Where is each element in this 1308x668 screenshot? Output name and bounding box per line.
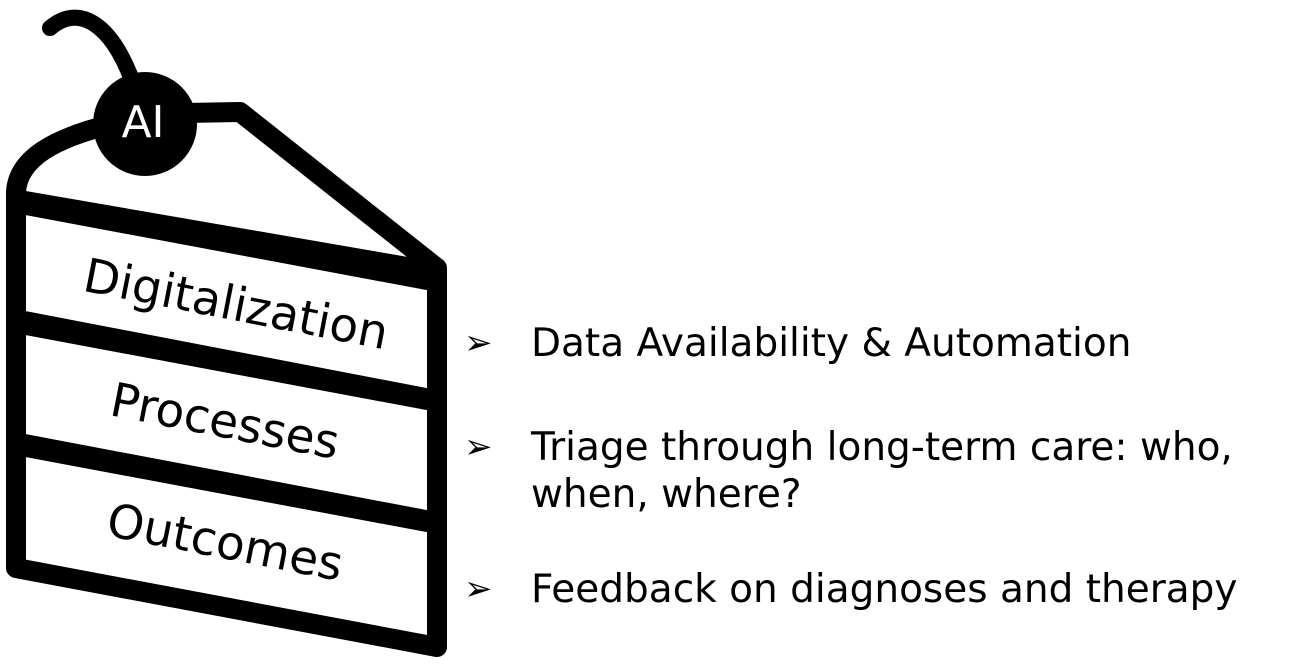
bullet-list: ➢ Data Availability & Automation ➢ Triag… [460,0,1300,668]
cherry-ai [93,72,197,176]
ai-label: AI [121,97,164,148]
layer-divider-middle [20,310,437,412]
layer-divider-bottom [20,433,437,534]
cherry-stem [42,9,140,88]
bullet-text: Feedback on diagnoses and therapy [531,567,1238,612]
arrow-bullet-icon: ➢ [464,427,493,467]
arrow-bullet-icon: ➢ [464,569,493,609]
layer-divider-top [20,190,437,292]
bullet-text: Triage through long-term care: who, when… [531,425,1233,517]
bullet-text: Data Availability & Automation [531,321,1132,366]
arrow-bullet-icon: ➢ [464,323,493,363]
cake-slice-diagram: AI Digitalization Processes Outcomes [6,9,447,657]
